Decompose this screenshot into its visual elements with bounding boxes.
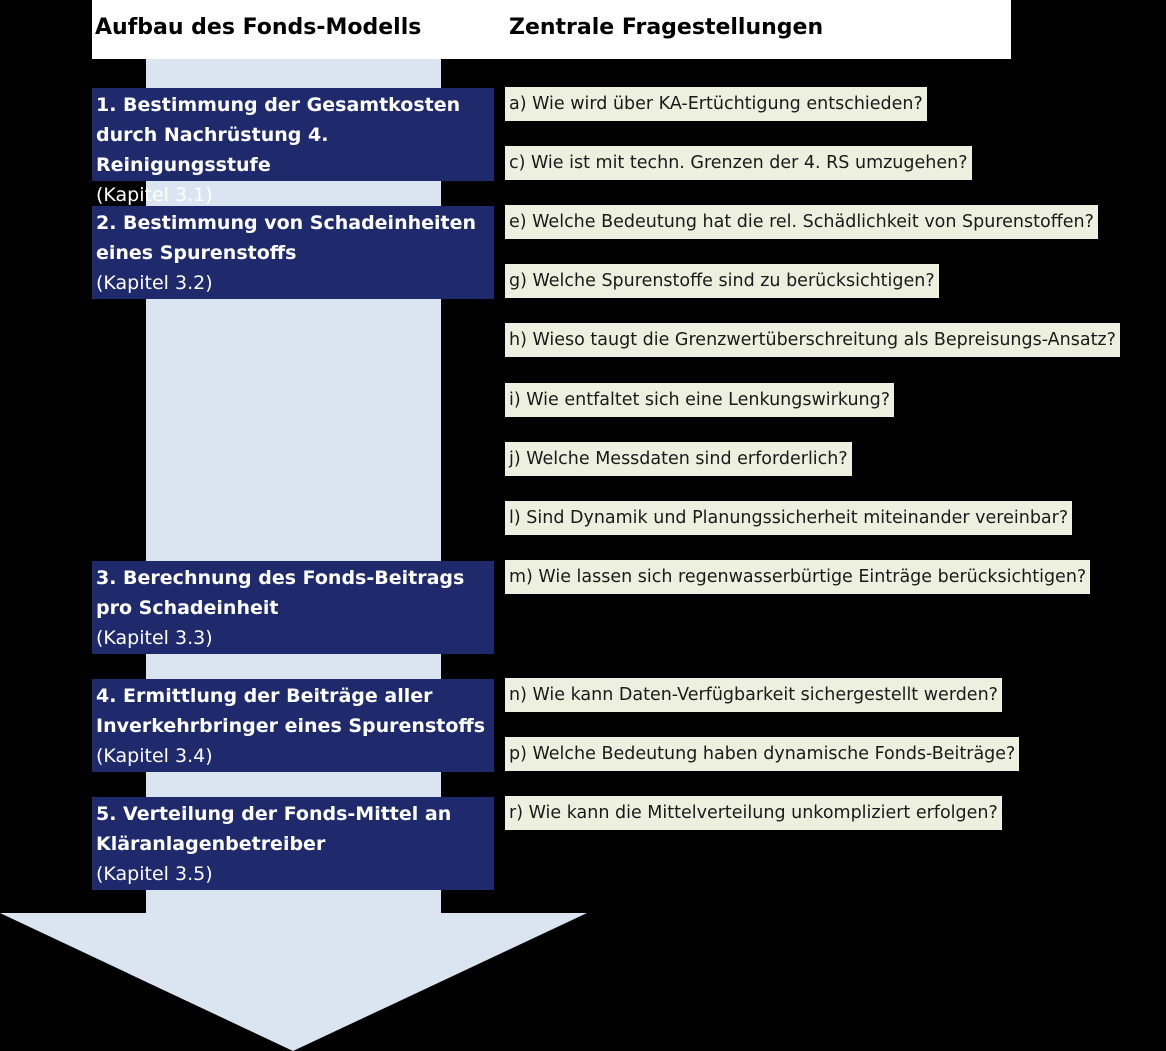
step-1-chapter: (Kapitel 3.1) — [96, 184, 213, 206]
question-e: e) Welche Bedeutung hat die rel. Schädli… — [505, 205, 1098, 239]
step-2-box: 2. Bestimmung von Schadeinheiten eines S… — [92, 206, 494, 299]
step-2-title: 2. Bestimmung von Schadeinheiten eines S… — [96, 212, 477, 264]
step-4-title: 4. Ermittlung der Beiträge aller Inverke… — [96, 685, 486, 737]
question-r: r) Wie kann die Mittelverteilung unkompl… — [505, 796, 1002, 830]
step-3-chapter: (Kapitel 3.3) — [96, 627, 213, 649]
question-n: n) Wie kann Daten-Verfügbarkeit sicherge… — [505, 678, 1002, 712]
step-1-box: 1. Bestimmung der Gesamtkosten durch Nac… — [92, 88, 494, 206]
step-3-title: 3. Berechnung des Fonds-Beitrags pro Sch… — [96, 567, 465, 619]
question-h: h) Wieso taugt die Grenzwertüberschreitu… — [505, 323, 1120, 357]
question-j: j) Welche Messdaten sind erforderlich? — [505, 442, 852, 476]
question-l: l) Sind Dynamik und Planungssicherheit m… — [505, 501, 1073, 535]
question-a: a) Wie wird über KA-Ertüchtigung entschi… — [505, 87, 927, 121]
left-column-heading: Aufbau des Fonds-Modells — [95, 15, 422, 40]
header-bar — [92, 0, 1011, 59]
step-5-title: 5. Verteilung der Fonds-Mittel an Kläran… — [96, 803, 452, 855]
step-5-box: 5. Verteilung der Fonds-Mittel an Kläran… — [92, 797, 494, 890]
step-1-title: 1. Bestimmung der Gesamtkosten durch Nac… — [96, 94, 461, 176]
step-2-chapter: (Kapitel 3.2) — [96, 272, 213, 294]
question-g: g) Welche Spurenstoffe sind zu berücksic… — [505, 264, 939, 298]
question-p: p) Welche Bedeutung haben dynamische Fon… — [505, 737, 1020, 771]
question-i: i) Wie entfaltet sich eine Lenkungswirku… — [505, 383, 895, 417]
step-4-box: 4. Ermittlung der Beiträge aller Inverke… — [92, 679, 494, 772]
question-m: m) Wie lassen sich regenwasserbürtige Ei… — [505, 560, 1091, 594]
question-c: c) Wie ist mit techn. Grenzen der 4. RS … — [505, 146, 972, 180]
step-4-chapter: (Kapitel 3.4) — [96, 745, 213, 767]
right-column-heading: Zentrale Fragestellungen — [509, 15, 824, 40]
step-5-chapter: (Kapitel 3.5) — [96, 863, 213, 885]
step-3-box: 3. Berechnung des Fonds-Beitrags pro Sch… — [92, 561, 494, 654]
